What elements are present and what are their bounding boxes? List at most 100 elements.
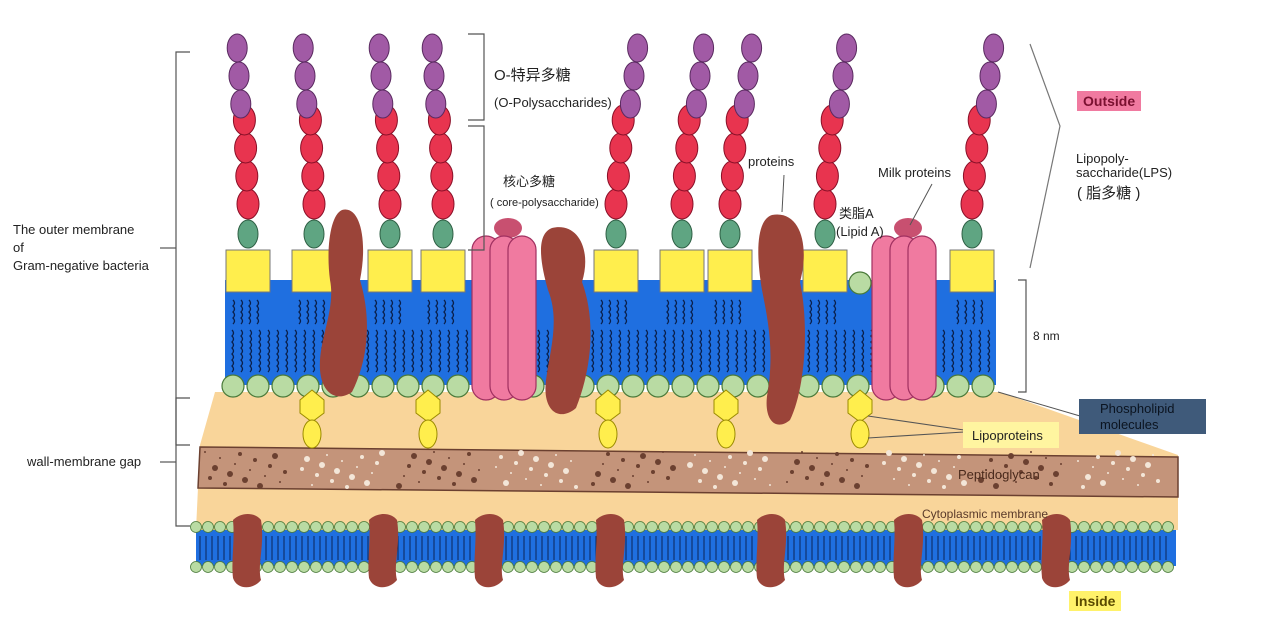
peptidoglycan-dot bbox=[463, 463, 465, 465]
peptidoglycan-dot bbox=[574, 485, 578, 489]
peptidoglycan-dot bbox=[544, 473, 548, 477]
outer-membrane-bracket bbox=[175, 51, 190, 446]
o-antigen-sugar bbox=[693, 33, 715, 63]
peptidoglycan-dot bbox=[709, 460, 711, 462]
peptidoglycan-dot bbox=[1049, 482, 1053, 486]
peptidoglycan-dot bbox=[356, 466, 358, 468]
peptidoglycan-dot bbox=[1126, 467, 1130, 471]
phospholipid-tail bbox=[762, 329, 766, 373]
lipoprotein-oval bbox=[850, 419, 870, 449]
peptidoglycan-dot bbox=[234, 463, 236, 465]
cyto-head-top bbox=[694, 521, 706, 533]
cyto-head-bottom bbox=[214, 561, 226, 573]
cyto-head-bottom bbox=[454, 561, 466, 573]
cyto-head-bottom bbox=[286, 561, 298, 573]
peptidoglycan-dot bbox=[471, 477, 477, 483]
thickness-label: 8 nm bbox=[1033, 329, 1060, 343]
peptidoglycan-dot bbox=[1096, 455, 1100, 459]
phospholipid-tail bbox=[960, 329, 964, 373]
peptidoglycan-dot bbox=[1015, 481, 1017, 483]
peptidoglycan-dot bbox=[621, 458, 625, 462]
phospholipid-label-line1: Phospholipid bbox=[1100, 401, 1175, 416]
core-knob bbox=[671, 219, 693, 249]
cyto-head-top bbox=[586, 521, 598, 533]
cyto-head-top bbox=[1030, 521, 1042, 533]
peptidoglycan-dot bbox=[319, 462, 325, 468]
o-antigen-sugar bbox=[296, 89, 318, 119]
peptidoglycan-dot bbox=[422, 470, 426, 474]
lipid-a-tail bbox=[980, 299, 984, 325]
peptidoglycan-dot bbox=[805, 476, 809, 480]
phospholipid-tail bbox=[429, 329, 433, 373]
peptidoglycan-dot bbox=[257, 483, 263, 489]
peptidoglycan-dot bbox=[403, 475, 405, 477]
cyto-head-bottom bbox=[1162, 561, 1174, 573]
phospholipid-tail bbox=[267, 329, 271, 373]
core-sugar bbox=[376, 132, 400, 164]
peptidoglycan-dot bbox=[341, 460, 343, 462]
phospholipid-tail bbox=[717, 329, 721, 373]
cyto-head-top bbox=[1126, 521, 1138, 533]
cyto-head-top bbox=[574, 521, 586, 533]
cyto-head-top bbox=[922, 521, 934, 533]
cyto-head-bottom bbox=[1030, 561, 1042, 573]
cyto-head-top bbox=[994, 521, 1006, 533]
peptidoglycan-label: Peptidoglycan bbox=[958, 467, 1040, 482]
phospholipid-head bbox=[621, 374, 645, 398]
phospholipid-tail bbox=[249, 329, 253, 373]
cyto-head-top bbox=[706, 521, 718, 533]
lps-bracket bbox=[1029, 43, 1061, 269]
cyto-head-bottom bbox=[1114, 561, 1126, 573]
core-sugar bbox=[302, 188, 326, 220]
cyto-head-bottom bbox=[394, 561, 406, 573]
phospholipid-tail bbox=[672, 329, 676, 373]
cyto-head-bottom bbox=[802, 561, 814, 573]
peptidoglycan-dot bbox=[839, 477, 845, 483]
cyto-head-top bbox=[550, 521, 562, 533]
peptidoglycan-dot bbox=[495, 466, 497, 468]
peptidoglycan-dot bbox=[640, 453, 646, 459]
phospholipid-tail bbox=[681, 329, 685, 373]
peptidoglycan-dot bbox=[555, 454, 557, 456]
phospholipid-tail bbox=[591, 329, 595, 373]
cyto-head-top bbox=[562, 521, 574, 533]
phospholipid-head bbox=[221, 374, 245, 398]
lps-cn-label: ( 脂多糖 ) bbox=[1077, 185, 1141, 202]
peptidoglycan-dot bbox=[1100, 480, 1106, 486]
lipid-a-square bbox=[420, 249, 466, 293]
phospholipid-label-line2: molecules bbox=[1100, 417, 1159, 432]
phospholipid-tail bbox=[807, 329, 811, 373]
lipoprotein-hexagon bbox=[299, 389, 325, 423]
cyto-head-top bbox=[214, 521, 226, 533]
cyto-head-top bbox=[346, 521, 358, 533]
cyto-head-top bbox=[826, 521, 838, 533]
phospholipid-tail bbox=[636, 329, 640, 373]
cyto-head-bottom bbox=[310, 561, 322, 573]
peptidoglycan-dot bbox=[467, 452, 471, 456]
cyto-head-top bbox=[718, 521, 730, 533]
peptidoglycan-dot bbox=[1030, 451, 1032, 453]
lipid-a-tail bbox=[674, 299, 678, 325]
cyto-head-top bbox=[958, 521, 970, 533]
peptidoglycan-dot bbox=[897, 467, 901, 471]
phospholipid-head bbox=[271, 374, 295, 398]
cyto-head-bottom bbox=[670, 561, 682, 573]
core-knob bbox=[432, 219, 454, 249]
o-antigen-sugar bbox=[627, 33, 649, 63]
lipid-a-tail bbox=[809, 299, 813, 325]
phospholipid-tail bbox=[258, 329, 262, 373]
outer-membrane-protein bbox=[758, 214, 805, 425]
peptidoglycan-dot bbox=[717, 474, 723, 480]
cyto-head-bottom bbox=[202, 561, 214, 573]
peptidoglycan-dot bbox=[1038, 465, 1044, 471]
phospholipid-tail bbox=[753, 329, 757, 373]
cyto-head-top bbox=[1018, 521, 1030, 533]
cyto-head-top bbox=[670, 521, 682, 533]
phospholipid-head bbox=[746, 374, 770, 398]
o-antigen-sugar bbox=[228, 61, 250, 91]
peptidoglycan-dot bbox=[758, 467, 762, 471]
cyto-head-top bbox=[334, 521, 346, 533]
peptidoglycan-dot bbox=[242, 477, 248, 483]
cyto-protein bbox=[1041, 514, 1072, 588]
lipid-a-tail bbox=[322, 299, 326, 325]
